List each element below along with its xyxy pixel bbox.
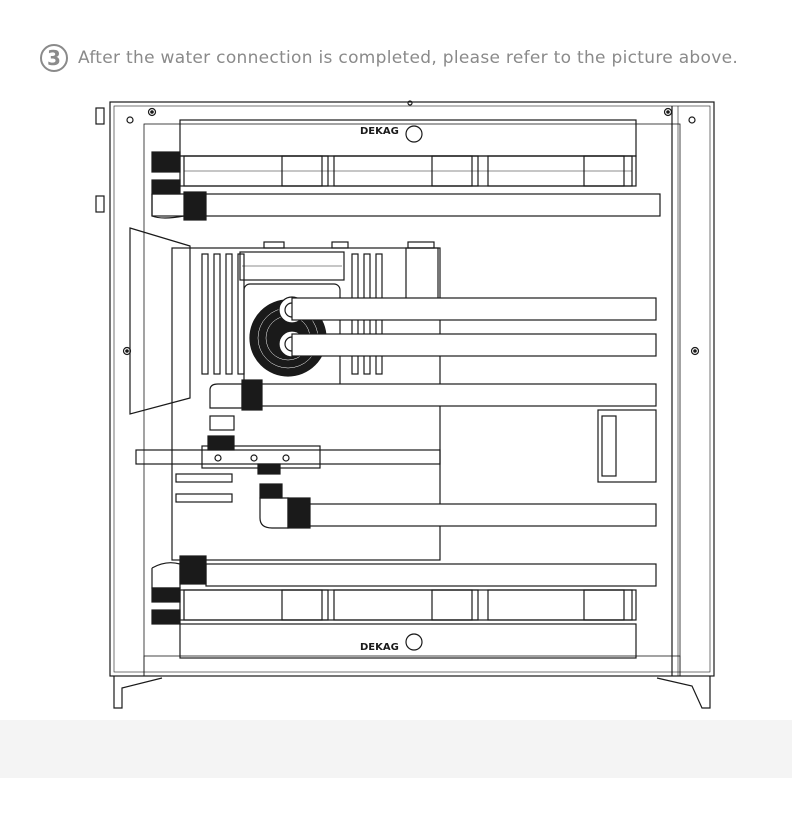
gpu-bracket — [135, 445, 441, 503]
step-number: 3 — [47, 46, 61, 70]
step-number-badge: 3 — [40, 44, 68, 72]
middle-fittings — [207, 379, 263, 451]
reservoir — [597, 409, 657, 483]
step-instruction: After the water connection is completed,… — [78, 48, 739, 68]
gpu-fittings — [259, 483, 657, 529]
bottom-radiator: DEKAG — [179, 589, 637, 659]
footer-bar — [0, 720, 792, 778]
lower-fittings — [151, 555, 657, 625]
top-fittings — [151, 151, 207, 221]
top-radiator: DEKAG — [151, 119, 661, 217]
case-frame — [95, 100, 715, 709]
cpu-tubes — [243, 297, 657, 407]
brand-logo-top: DEKAG — [360, 126, 399, 137]
step-header: 3 After the water connection is complete… — [40, 40, 738, 76]
brand-logo-bottom: DEKAG — [360, 642, 399, 653]
pc-case-water-loop-diagram: DEKAG — [95, 100, 715, 709]
